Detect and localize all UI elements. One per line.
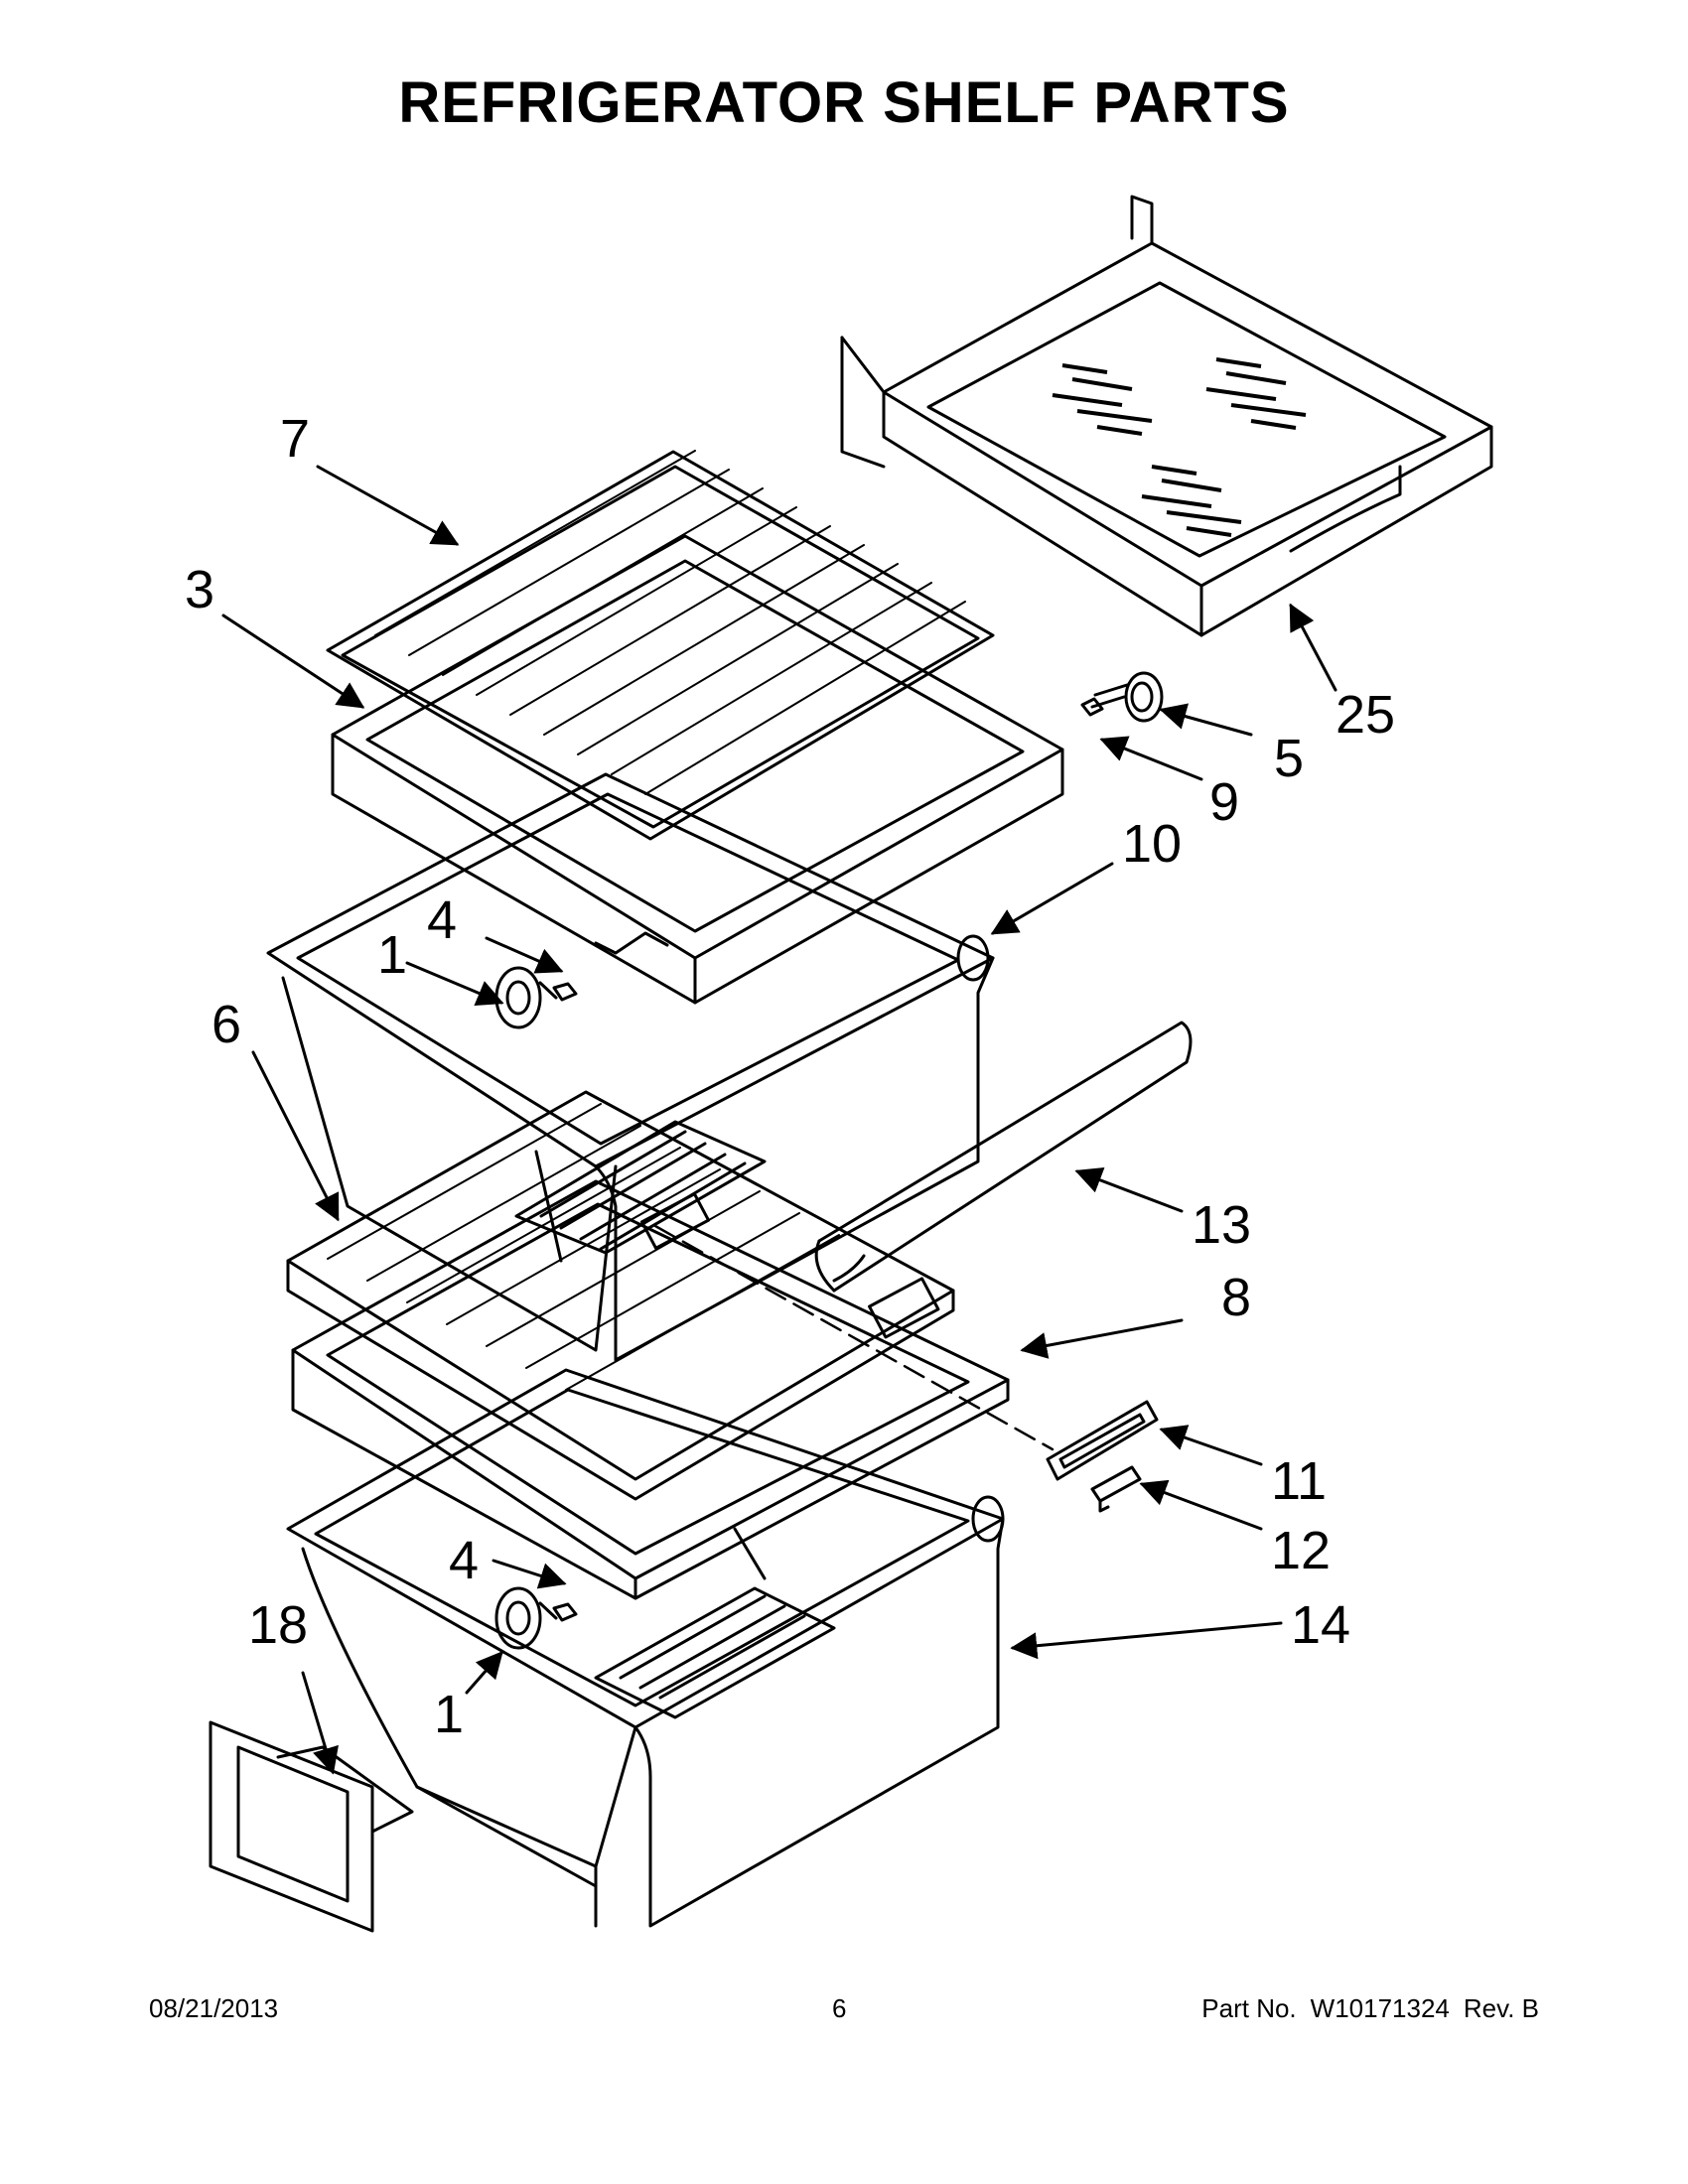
footer-part-number: Part No. W10171324 Rev. B [1201, 1993, 1539, 2024]
part-number-value: W10171324 [1310, 1993, 1450, 2023]
callout-8: 8 [1221, 1268, 1251, 1327]
callout-18: 18 [248, 1595, 308, 1655]
callout-6: 6 [211, 995, 241, 1054]
part-number-label: Part No. [1201, 1993, 1297, 2023]
callout-14: 14 [1291, 1595, 1350, 1655]
page-title: REFRIGERATOR SHELF PARTS [398, 70, 1290, 135]
callout-4-upper: 4 [427, 890, 457, 950]
rail-part-13 [814, 1021, 1193, 1293]
callout-1-lower: 1 [434, 1685, 464, 1744]
footer-page-number: 6 [832, 1993, 847, 2023]
slide-roller-upper [494, 966, 578, 1029]
footer-date: 08/21/2013 [149, 1993, 279, 2023]
callout-9: 9 [1209, 772, 1239, 832]
callout-7: 7 [280, 409, 310, 469]
callout-13: 13 [1192, 1195, 1251, 1255]
glass-shelf-part-25 [840, 195, 1493, 637]
crisper-cover-part-7 [326, 450, 995, 841]
clip-part-12 [1090, 1465, 1142, 1513]
crisper-drawer-lower [286, 1368, 1005, 1928]
slide-roller-lower [494, 1586, 578, 1650]
lower-cover-frame-part-8 [286, 1090, 1010, 1600]
cover-frame-part-3 [331, 534, 1064, 1005]
callout-10: 10 [1122, 814, 1182, 874]
callout-12: 12 [1271, 1521, 1331, 1580]
callout-5: 5 [1274, 729, 1304, 788]
callout-3: 3 [185, 560, 214, 619]
roller-part-5 [1080, 671, 1164, 723]
label-holder-part-18 [209, 1720, 414, 1933]
crisper-drawer-upper [266, 772, 995, 1362]
clip-part-11 [1046, 1400, 1159, 1481]
revision-label: Rev. B [1463, 1993, 1539, 2023]
callout-25: 25 [1336, 685, 1395, 745]
callout-4-lower: 4 [449, 1531, 479, 1590]
callout-11: 11 [1271, 1451, 1327, 1511]
callout-1-upper: 1 [377, 925, 407, 985]
